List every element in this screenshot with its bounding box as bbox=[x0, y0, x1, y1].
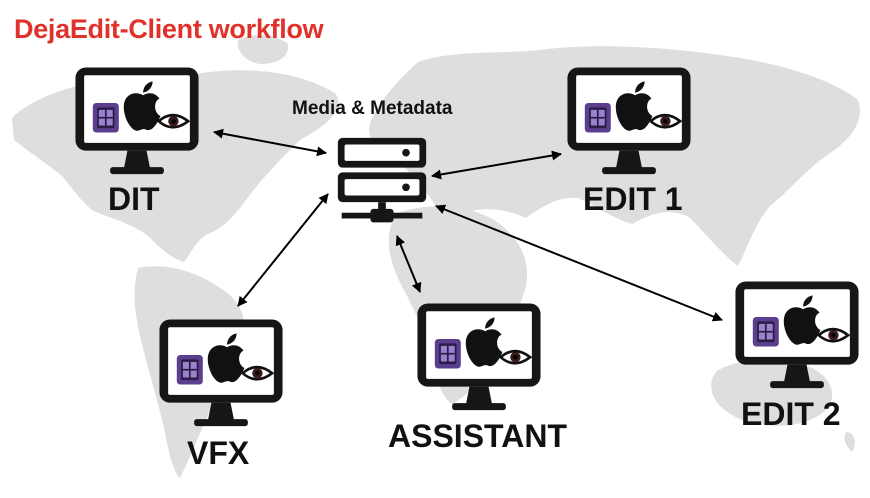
node-label-edit2: EDIT 2 bbox=[741, 396, 841, 432]
arrow-vfx-server bbox=[237, 193, 329, 307]
arrow-edit2-server bbox=[435, 204, 723, 322]
node-label-assistant: ASSISTANT bbox=[388, 418, 567, 454]
connection-arrows bbox=[213, 128, 723, 322]
node-label-edit1: EDIT 1 bbox=[583, 181, 683, 217]
node-label-vfx: VFX bbox=[187, 435, 250, 471]
arrow-dit-server bbox=[213, 128, 327, 157]
diagram-title: DejaEdit-Client workflow bbox=[14, 14, 324, 44]
workstation-icon-assistant bbox=[416, 302, 542, 412]
server-label: Media & Metadata bbox=[292, 98, 453, 119]
node-label-dit: DIT bbox=[108, 181, 160, 217]
arrow-assistant-server bbox=[395, 235, 422, 293]
arrow-edit1-server bbox=[431, 150, 562, 180]
